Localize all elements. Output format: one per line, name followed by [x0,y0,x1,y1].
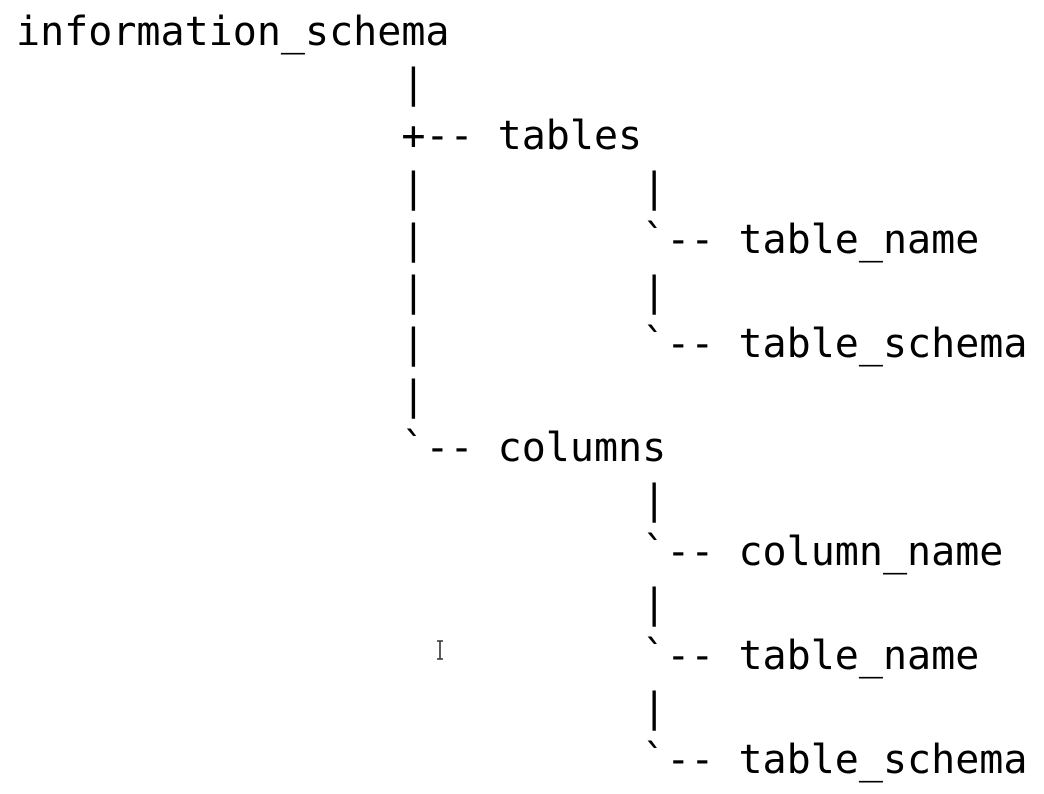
tree-line-connector: | [16,61,426,107]
tree-line-connector: | [16,477,667,523]
tree-line-tables-table-name: | `-- table_name [16,217,980,263]
schema-tree: information_schema | +-- tables | | | `-… [16,0,1036,794]
tree-line-root: information_schema [16,9,450,55]
tree-line-columns-table-name: `-- table_name [16,633,980,679]
text-cursor-icon [437,640,443,660]
tree-line-tables-table-schema: | `-- table_schema [16,321,1028,367]
tree-line-connector: | [16,685,667,731]
tree-line-columns-column-name: `-- column_name [16,529,1004,575]
tree-line-connector: | | [16,269,667,315]
tree-line-columns-table-schema: `-- table_schema [16,737,1028,783]
tree-line-tables: +-- tables [16,113,643,159]
tree-line-connector: | | [16,165,667,211]
tree-line-connector: | [16,581,667,627]
tree-line-columns: `-- columns [16,425,667,471]
tree-line-connector: | [16,373,426,419]
